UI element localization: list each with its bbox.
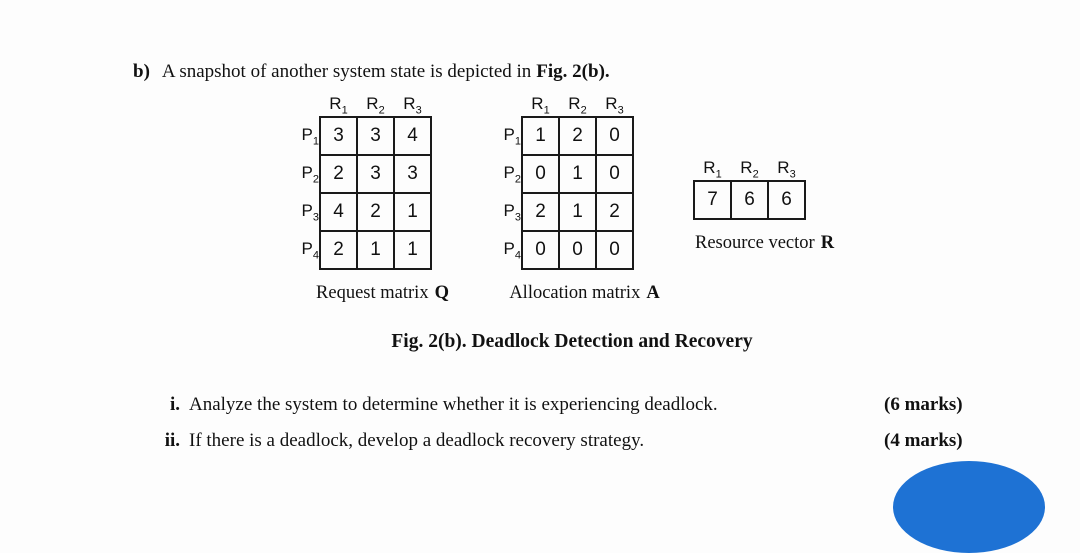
allocation-matrix-row: P4 0 0 0 xyxy=(483,230,634,270)
request-row-header-p3: P3 xyxy=(301,200,319,224)
matrix-cell: 1 xyxy=(393,192,432,232)
matrix-cell: 0 xyxy=(521,230,560,270)
matrix-cell: 4 xyxy=(393,116,432,156)
allocation-matrix-block: R1 R2 R3 P1 1 2 0 P2 0 1 0 P3 2 1 2 xyxy=(483,84,660,304)
marks-badge: (6 marks) xyxy=(884,394,963,415)
allocation-row-header-p4: P4 xyxy=(503,238,521,262)
allocation-matrix-row: P2 0 1 0 xyxy=(483,154,634,194)
subquestion-ii: ii. If there is a deadlock, develop a dea… xyxy=(154,430,994,452)
allocation-col-header-r3: R3 xyxy=(605,93,624,116)
matrix-cell: 2 xyxy=(319,154,358,194)
marks-badge: (4 marks) xyxy=(884,430,963,451)
matrix-cell: 3 xyxy=(319,116,358,156)
allocation-col-header-r1: R1 xyxy=(531,93,550,116)
subquestion-number: i. xyxy=(169,394,180,415)
request-col-header-r2: R2 xyxy=(366,93,385,116)
request-matrix-grid: R1 R2 R3 P1 3 3 4 P2 2 3 3 P3 4 2 1 xyxy=(281,84,432,270)
matrix-cell: 3 xyxy=(393,154,432,194)
request-row-header-p2: P2 xyxy=(301,162,319,186)
allocation-row-header-p1: P1 xyxy=(503,124,521,148)
question-intro-text: A snapshot of another system state is de… xyxy=(161,61,532,82)
resource-vector-row: 7 6 6 xyxy=(693,180,806,220)
request-row-header-p1: P1 xyxy=(301,124,319,148)
resource-vector-header-row: R1 R2 R3 xyxy=(694,148,805,181)
corner-blank xyxy=(483,84,522,117)
allocation-matrix-header-row: R1 R2 R3 xyxy=(483,84,633,117)
allocation-matrix-grid: R1 R2 R3 P1 1 2 0 P2 0 1 0 P3 2 1 2 xyxy=(483,84,634,270)
corner-blank xyxy=(281,84,320,117)
question-letter: b) xyxy=(133,61,150,82)
matrix-cell: 1 xyxy=(558,154,597,194)
request-matrix-row: P1 3 3 4 xyxy=(281,116,432,156)
request-matrix-row: P4 2 1 1 xyxy=(281,230,432,270)
resource-col-header-r3: R3 xyxy=(777,157,796,180)
matrix-cell: 2 xyxy=(595,192,634,232)
matrix-cell: 1 xyxy=(521,116,560,156)
matrix-cell: 1 xyxy=(393,230,432,270)
matrix-cell: 2 xyxy=(558,116,597,156)
allocation-col-header-r2: R2 xyxy=(568,93,587,116)
matrix-cell: 0 xyxy=(595,116,634,156)
vector-cell: 6 xyxy=(730,180,769,220)
blue-ellipse-decoration xyxy=(893,461,1045,553)
vector-cell: 7 xyxy=(693,180,732,220)
allocation-row-header-p3: P3 xyxy=(503,200,521,224)
request-matrix-row: P2 2 3 3 xyxy=(281,154,432,194)
question-intro: b) A snapshot of another system state is … xyxy=(133,61,610,83)
vector-cell: 6 xyxy=(767,180,806,220)
subquestion-i: i. Analyze the system to determine whethe… xyxy=(154,394,994,416)
request-matrix-row: P3 4 2 1 xyxy=(281,192,432,232)
matrix-cell: 2 xyxy=(319,230,358,270)
request-matrix-block: R1 R2 R3 P1 3 3 4 P2 2 3 3 P3 4 2 1 xyxy=(281,84,449,304)
matrix-cell: 0 xyxy=(521,154,560,194)
matrix-cell: 3 xyxy=(356,116,395,156)
figure-reference: Fig. 2(b). xyxy=(536,61,610,82)
resource-vector-grid: R1 R2 R3 7 6 6 xyxy=(693,148,806,220)
resource-col-header-r1: R1 xyxy=(703,157,722,180)
allocation-matrix-row: P1 1 2 0 xyxy=(483,116,634,156)
request-col-header-r1: R1 xyxy=(329,93,348,116)
request-matrix-header-row: R1 R2 R3 xyxy=(281,84,431,117)
subquestion-text: Analyze the system to determine whether … xyxy=(189,394,718,415)
matrix-cell: 2 xyxy=(521,192,560,232)
figure-caption: Fig. 2(b). Deadlock Detection and Recove… xyxy=(391,331,753,352)
allocation-matrix-row: P3 2 1 2 xyxy=(483,192,634,232)
matrix-cell: 1 xyxy=(356,230,395,270)
request-row-header-p4: P4 xyxy=(301,238,319,262)
matrix-cell: 4 xyxy=(319,192,358,232)
subquestion-number: ii. xyxy=(164,430,180,451)
allocation-row-header-p2: P2 xyxy=(503,162,521,186)
matrix-cell: 0 xyxy=(558,230,597,270)
resource-col-header-r2: R2 xyxy=(740,157,759,180)
matrix-cell: 0 xyxy=(595,154,634,194)
matrix-cell: 0 xyxy=(595,230,634,270)
matrix-cell: 1 xyxy=(558,192,597,232)
matrix-cell: 3 xyxy=(356,154,395,194)
request-col-header-r3: R3 xyxy=(403,93,422,116)
matrix-cell: 2 xyxy=(356,192,395,232)
subquestion-text: If there is a deadlock, develop a deadlo… xyxy=(189,430,645,451)
